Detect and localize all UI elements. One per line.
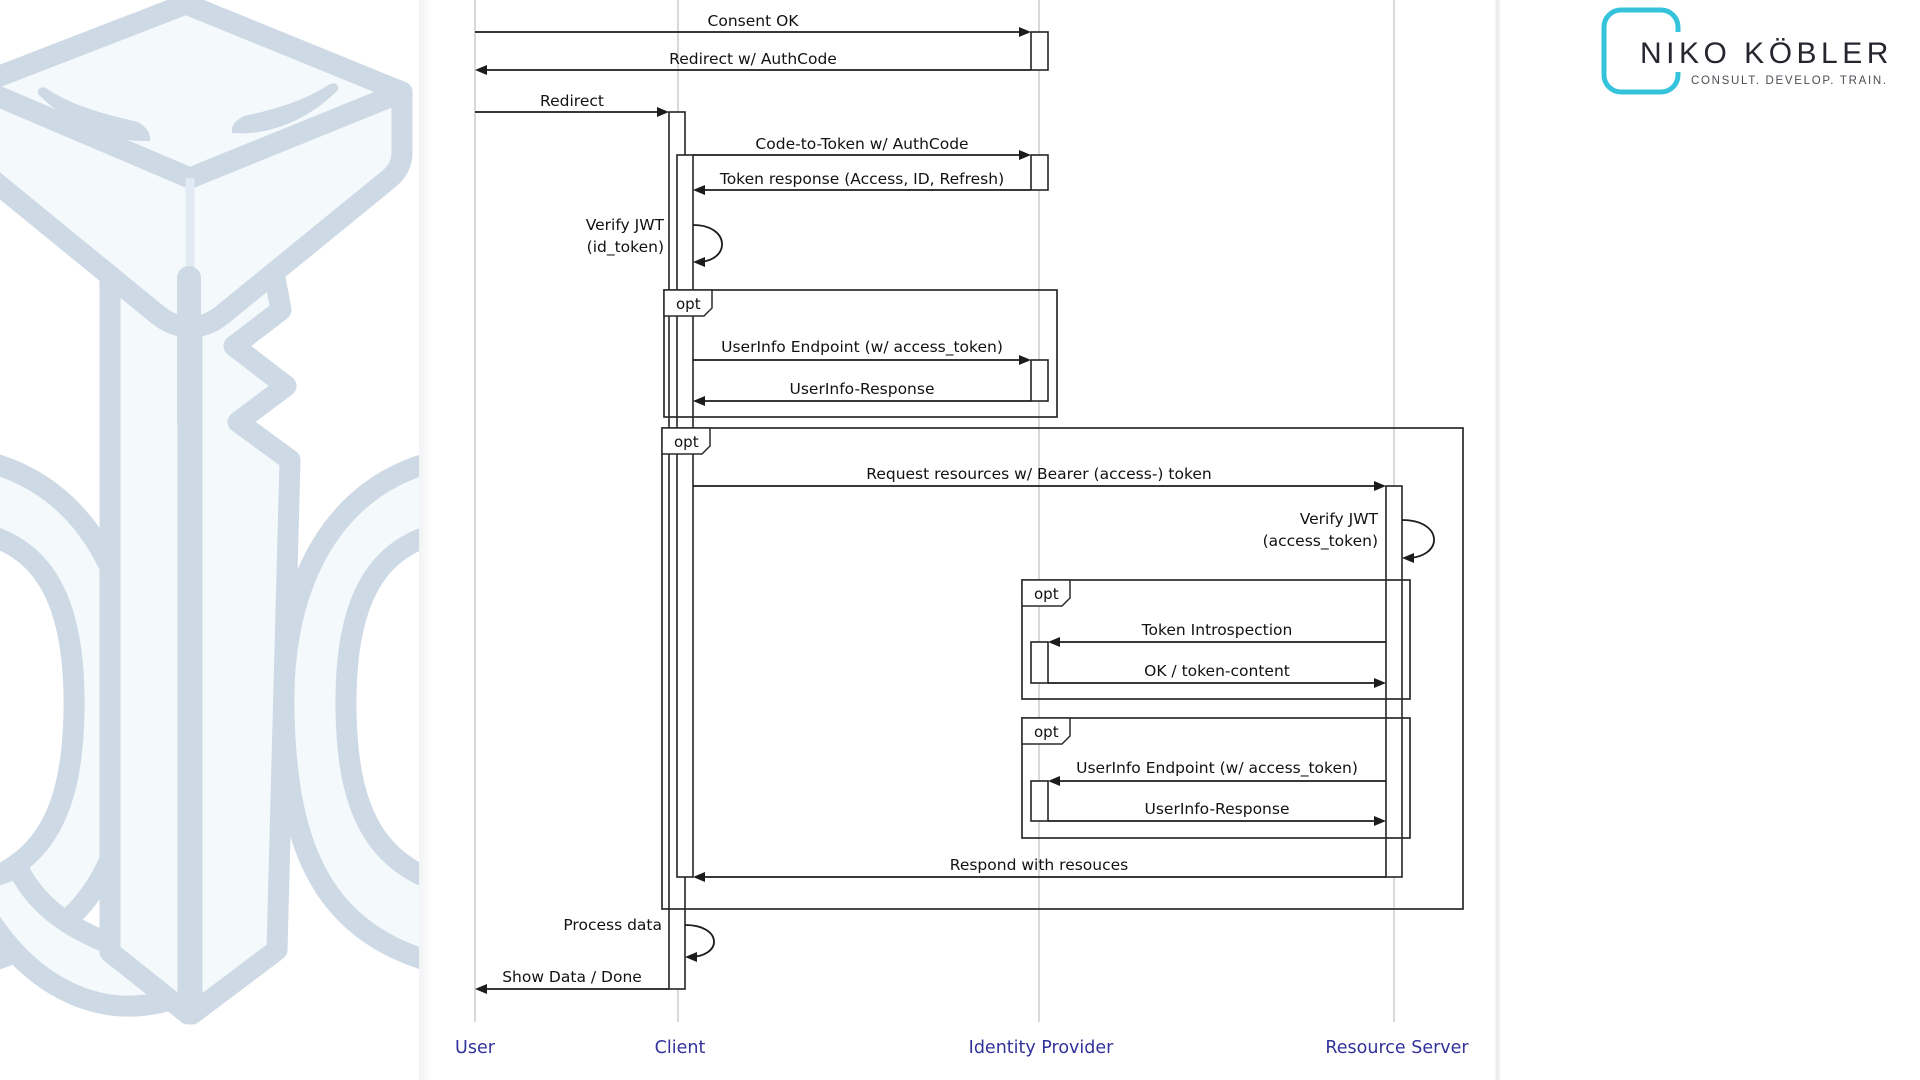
- fragment-box: [1021, 717, 1411, 839]
- self-message-verify-jwt-access-token: Verify JWT (access_token): [1263, 510, 1435, 563]
- activation-idp-2: [1030, 154, 1049, 191]
- activation-idp-3: [1030, 359, 1049, 402]
- arrowhead-right-icon: [657, 107, 669, 117]
- self-message-process-data: Process data: [563, 916, 715, 962]
- activation-idp-5: [1030, 780, 1049, 822]
- fragment-box: [661, 427, 1464, 910]
- message-request-resources: Request resources w/ Bearer (access-) to…: [693, 465, 1386, 491]
- fragment-opt-introspection: opt: [1021, 579, 1411, 700]
- arrowhead-left-icon: [1048, 776, 1060, 786]
- participant-client: Client: [655, 1038, 706, 1058]
- self-loop: [1401, 519, 1435, 559]
- arrowhead-right-icon: [1374, 481, 1386, 491]
- watermark-right-band: [273, 455, 419, 969]
- message-consent-ok: Consent OK: [475, 12, 1031, 37]
- message-label: Verify JWT: [586, 216, 665, 234]
- watermark-right-eye-icon: [231, 83, 339, 134]
- message-token-response: Token response (Access, ID, Refresh): [693, 170, 1031, 195]
- self-loop: [692, 224, 723, 263]
- arrowhead-right-icon: [1019, 355, 1031, 365]
- message-label: UserInfo Endpoint (w/ access_token): [1076, 759, 1358, 778]
- message-userinfo-response: UserInfo-Response: [693, 380, 1031, 406]
- message-userinfo-endpoint-2: UserInfo Endpoint (w/ access_token): [1048, 759, 1386, 786]
- arrowhead-left-icon: [1048, 637, 1060, 647]
- message-redirect-authcode: Redirect w/ AuthCode: [475, 50, 1031, 75]
- message-token-introspection: Token Introspection: [1048, 621, 1386, 647]
- message-code-to-token: Code-to-Token w/ AuthCode: [693, 135, 1031, 160]
- fragment-box: [663, 289, 1058, 418]
- fragment-label: opt: [676, 295, 701, 313]
- message-label: Token Introspection: [1141, 621, 1293, 639]
- self-loop: [684, 924, 715, 958]
- message-label: Consent OK: [708, 12, 800, 30]
- message-label: OK / token-content: [1144, 662, 1290, 680]
- arrowhead-left-icon: [685, 952, 697, 962]
- arrowhead-left-icon: [475, 984, 487, 994]
- message-label: Code-to-Token w/ AuthCode: [755, 135, 968, 153]
- participant-user: User: [455, 1038, 496, 1058]
- fragment-opt-resources: opt: [661, 427, 1464, 910]
- message-label: Redirect: [540, 92, 604, 110]
- message-label: Process data: [563, 916, 662, 934]
- fragment-label: opt: [1034, 585, 1059, 603]
- arrowhead-right-icon: [1019, 27, 1031, 37]
- message-label: UserInfo Endpoint (w/ access_token): [721, 338, 1003, 357]
- watermark-mascot: [0, 0, 419, 1080]
- arrowhead-left-icon: [475, 65, 487, 75]
- watermark-belt-slot: [177, 266, 201, 434]
- arrowhead-left-icon: [693, 185, 705, 195]
- message-label: (access_token): [1263, 532, 1378, 551]
- brand-frame-gap: [1668, 32, 1682, 72]
- fragment-opt-userinfo-client: opt: [663, 289, 1058, 418]
- participant-labels: User Client Identity Provider Resource S…: [455, 1038, 1469, 1058]
- fragment-label: opt: [1034, 723, 1059, 741]
- arrowhead-right-icon: [1374, 678, 1386, 688]
- brand-tagline: CONSULT. DEVELOP. TRAIN.: [1691, 75, 1888, 87]
- content-panel-left-edge: [419, 0, 433, 1080]
- message-label: Token response (Access, ID, Refresh): [719, 170, 1004, 188]
- lifelines: [474, 0, 1395, 1022]
- message-label: Redirect w/ AuthCode: [669, 50, 837, 68]
- message-label: (id_token): [587, 238, 664, 257]
- participant-identity-provider: Identity Provider: [969, 1038, 1114, 1058]
- brand-title: NIKO KÖBLER: [1640, 37, 1893, 70]
- arrowhead-left-icon: [693, 257, 705, 267]
- activation-bars: [668, 31, 1403, 990]
- participant-resource-server: Resource Server: [1325, 1038, 1469, 1058]
- content-panel-right-edge: [1494, 0, 1501, 1080]
- message-label: Show Data / Done: [502, 968, 642, 986]
- brand-logo: NIKO KÖBLER CONSULT. DEVELOP. TRAIN.: [1600, 6, 1900, 101]
- fragment-label: opt: [674, 433, 699, 451]
- arrowhead-left-icon: [693, 872, 705, 882]
- message-label: Respond with resouces: [950, 856, 1129, 874]
- message-userinfo-response-2: UserInfo-Response: [1048, 800, 1386, 826]
- arrowhead-left-icon: [693, 396, 705, 406]
- message-label: UserInfo-Response: [1145, 800, 1290, 818]
- fragment-tab: [663, 289, 713, 317]
- message-userinfo-endpoint: UserInfo Endpoint (w/ access_token): [693, 338, 1031, 365]
- message-label: Request resources w/ Bearer (access-) to…: [866, 465, 1211, 483]
- message-label: UserInfo-Response: [790, 380, 935, 398]
- message-respond-resources: Respond with resouces: [693, 856, 1386, 882]
- activation-idp-4: [1030, 641, 1049, 684]
- activation-idp-1: [1030, 31, 1049, 71]
- fragment-opt-userinfo-rs: opt: [1021, 717, 1411, 839]
- message-ok-token-content: OK / token-content: [1048, 662, 1386, 688]
- arrowhead-right-icon: [1019, 150, 1031, 160]
- self-message-verify-jwt-id-token: Verify JWT (id_token): [586, 216, 723, 267]
- arrowhead-right-icon: [1374, 816, 1386, 826]
- activation-resource-server: [1385, 485, 1403, 878]
- watermark-left-eye-icon: [37, 87, 151, 142]
- message-show-data-done: Show Data / Done: [475, 968, 669, 994]
- watermark-mascot-graphic: [0, 0, 419, 1025]
- arrowhead-left-icon: [1402, 553, 1414, 563]
- message-label: Verify JWT: [1300, 510, 1379, 528]
- fragment-box: [1021, 579, 1411, 700]
- message-redirect: Redirect: [475, 92, 669, 117]
- fragment-tab: [661, 427, 711, 455]
- brand-logo-frame-icon: [1601, 7, 1682, 95]
- fragment-tab: [1021, 579, 1071, 607]
- fragment-tab: [1021, 717, 1071, 745]
- activation-client-inner: [676, 154, 694, 878]
